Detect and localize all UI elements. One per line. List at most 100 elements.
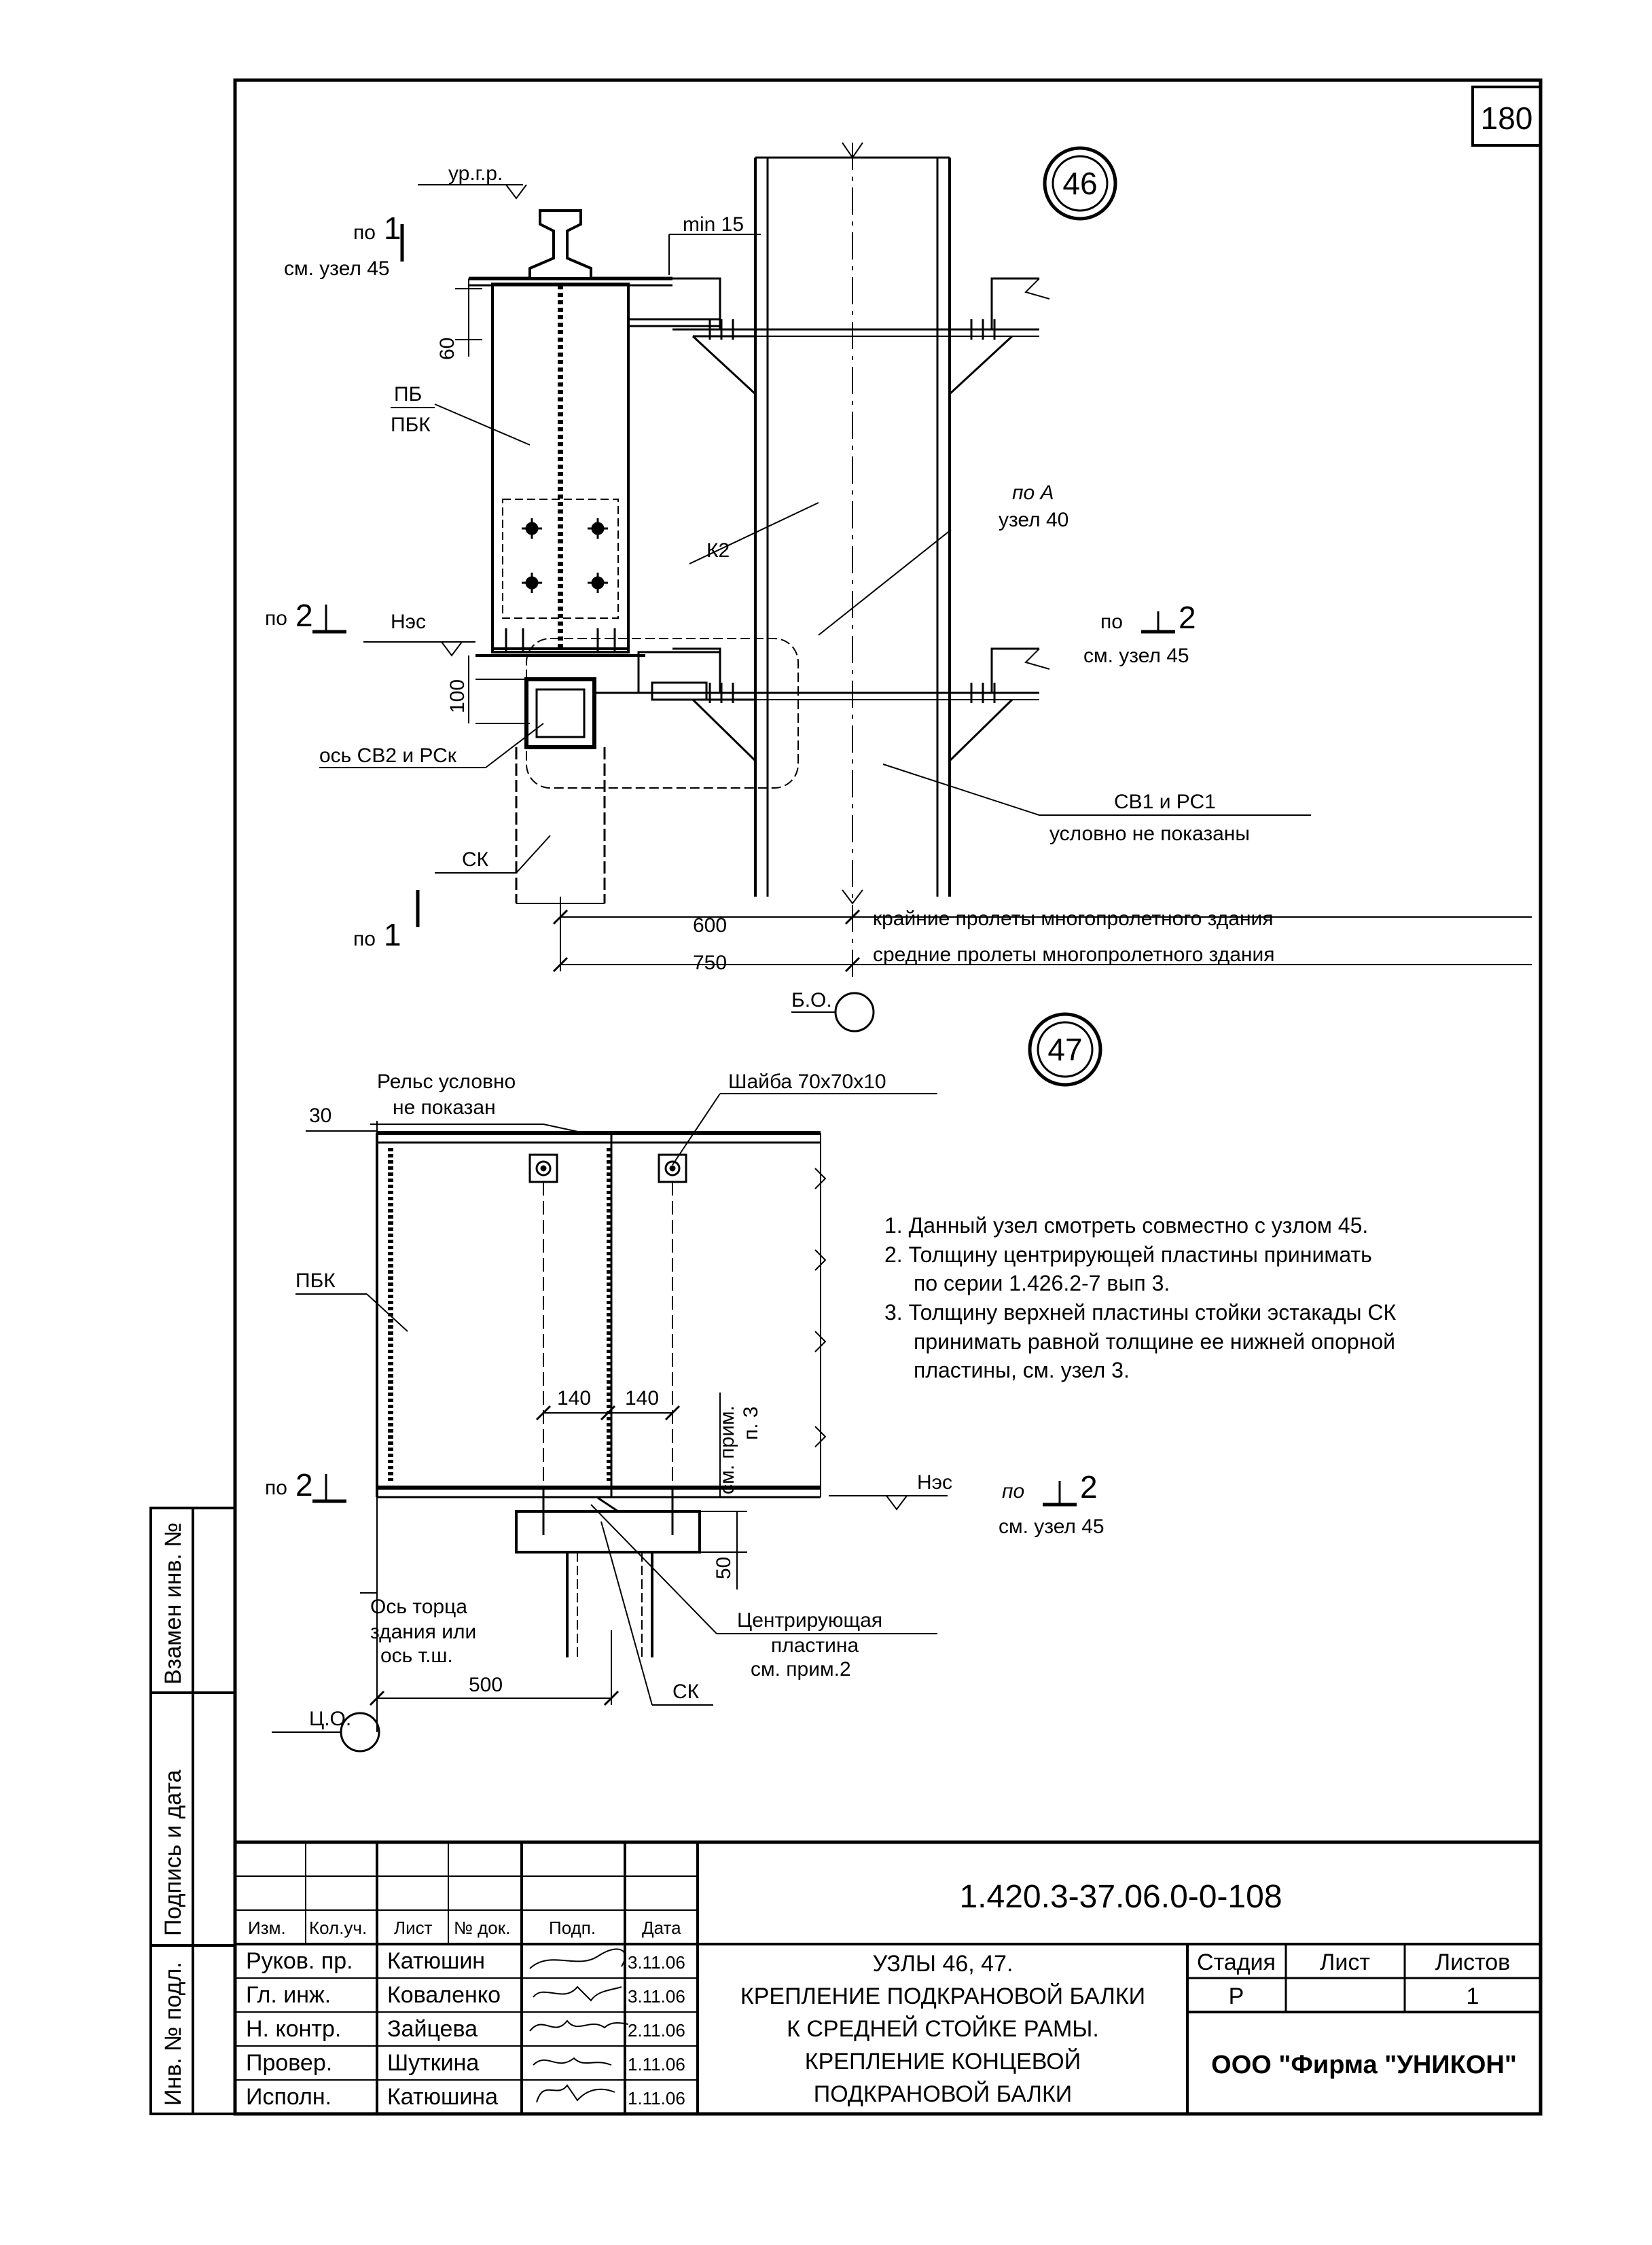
prim-label-1: см. прим. (716, 1405, 738, 1494)
ref-a-label: по А (1012, 482, 1054, 504)
col-header-list: Лист (394, 1918, 433, 1938)
rail (528, 209, 592, 280)
col-header-sign: Подп. (549, 1918, 596, 1938)
row-date-2: 3.11.06 (628, 1986, 685, 2007)
washer-label: Шайба 70х70х10 (728, 1071, 886, 1093)
row-date-5: 1.11.06 (628, 2088, 685, 2108)
row-name-1: Катюшин (387, 1948, 485, 1974)
title-line-1: УЗЛЫ 46, 47. (873, 1951, 1013, 1977)
handwritten-signatures (529, 1948, 629, 2103)
sheets-label: Листов (1435, 1950, 1510, 1975)
title-line-3: К СРЕДНЕЙ СТОЙКЕ РАМЫ. (787, 2016, 1099, 2042)
row-name-5: Катюшина (387, 2084, 498, 2110)
cut2-left-label: по (265, 607, 287, 630)
node-46-badge-label: 46 (1062, 166, 1097, 201)
side-stamp-replaced: Взамен инв. № (160, 1522, 186, 1685)
row-date-1: 3.11.06 (628, 1952, 685, 1973)
cut2-left-label-47: по (265, 1477, 287, 1499)
axis-note-line3: ось т.ш. (380, 1645, 453, 1667)
row-role-2: Гл. инж. (246, 1982, 331, 2008)
sheets-value: 1 (1467, 1983, 1479, 2009)
row-name-4: Шуткина (387, 2050, 479, 2076)
cut2-right-ref-47: см. узел 45 (999, 1515, 1105, 1538)
title-block (235, 1840, 1541, 2114)
dim-500-label: 500 (469, 1674, 503, 1696)
sv-note-line1: СВ1 и РС1 (1114, 791, 1216, 813)
sheet-label: Лист (1320, 1950, 1370, 1975)
title-line-5: ПОДКРАНОВОЙ БАЛКИ (814, 2081, 1072, 2107)
firm-name: ООО "Фирма "УНИКОН" (1211, 2051, 1517, 2079)
beam-label-pbk: ПБК (391, 414, 431, 436)
sk-label-46: СК (462, 848, 489, 871)
min-15-label: min 15 (683, 213, 744, 236)
sk-label-47: СК (672, 1681, 700, 1703)
column-k2-label: К2 (706, 539, 730, 562)
side-stamp (149, 1507, 236, 2115)
signature-rows: Руков. пр. Катюшин 3.11.06 Гл. инж. Кова… (246, 1948, 685, 2110)
side-stamp-inv: Инв. № подл. (160, 1962, 186, 2106)
cut1-bottom-number: 1 (384, 917, 401, 952)
title-line-2: КРЕПЛЕНИЕ ПОДКРАНОВОЙ БАЛКИ (740, 1983, 1145, 2009)
dim-50-label: 50 (713, 1557, 735, 1579)
beam-label-pb: ПБ (394, 383, 422, 406)
bo-marker (834, 992, 875, 1032)
row-role-3: Н. контр. (246, 2016, 341, 2042)
cut1-top-number: 1 (384, 211, 401, 246)
node-47-badge-inner (1037, 1021, 1094, 1078)
node-47-badge-outer (1028, 1012, 1102, 1087)
row-date-4: 1.11.06 (628, 2054, 685, 2075)
sv-note-line2: условно не показаны (1049, 823, 1250, 845)
node-46-badge-inner (1052, 155, 1109, 212)
stage-value: Р (1229, 1983, 1244, 2009)
center-plate-line3: см. прим.2 (751, 1658, 851, 1681)
note-2-cont: по серии 1.426.2-7 вып 3. (914, 1271, 1170, 1295)
sk-top-plate (515, 1510, 701, 1553)
node-46-drawing (312, 142, 1532, 1032)
row-role-4: Провер. (246, 2050, 332, 2076)
center-plate-line1: Центрирующая (737, 1609, 882, 1632)
row-role-1: Руков. пр. (246, 1948, 353, 1974)
rail-note-line2: не показан (393, 1096, 496, 1119)
row-name-2: Коваленко (387, 1982, 501, 2008)
cut2-right-label: по (1100, 611, 1123, 633)
notes-block: 1. Данный узел смотреть совместно с узло… (884, 1213, 1396, 1382)
bo-label: Б.О. (791, 989, 832, 1011)
row-date-3: 2.11.06 (628, 2020, 685, 2041)
dim-750-label: 750 (693, 952, 727, 974)
col-header-izm: Изм. (248, 1918, 286, 1938)
hes-mark-46: Нэс (391, 611, 426, 633)
sheet-number: 180 (1481, 101, 1533, 136)
note-2: 2. Толщину центрирующей пластины принима… (884, 1242, 1372, 1267)
axis-sv2-label: ось СВ2 и РСк (319, 744, 457, 767)
dim-600-label: 600 (693, 914, 727, 937)
note-3-cont-a: принимать равной толщине ее нижней опорн… (914, 1329, 1395, 1354)
note-3-cont-b: пластины, см. узел 3. (914, 1358, 1130, 1382)
stage-label: Стадия (1197, 1950, 1276, 1975)
col-header-date: Дата (642, 1918, 681, 1938)
cut2-right-number-47: 2 (1080, 1469, 1098, 1505)
beam-pbk-label-47: ПБК (295, 1270, 336, 1292)
row-role-5: Исполн. (246, 2084, 331, 2110)
dim-750-note: средние пролеты многопролетного здания (873, 944, 1275, 966)
center-plate-line2: пластина (771, 1634, 859, 1657)
cut2-right-ref: см. узел 45 (1083, 645, 1189, 667)
level-mark-label: ур.г.р. (448, 162, 503, 185)
sheet-number-box (1471, 86, 1542, 147)
row-name-3: Зайцева (387, 2016, 478, 2042)
dim-140a-label: 140 (557, 1387, 591, 1409)
cut1-top-ref: см. узел 45 (284, 257, 390, 280)
col-header-doc: № док. (454, 1918, 510, 1938)
dim-600-note: крайние пролеты многопролетного здания (873, 908, 1274, 930)
co-label: Ц.О. (309, 1708, 351, 1730)
axis-note-line1: Ось торца (370, 1596, 467, 1618)
note-3: 3. Толщину верхней пластины стойки эстак… (884, 1300, 1396, 1325)
ref-a-node: узел 40 (999, 509, 1069, 531)
dim-100-label: 100 (446, 679, 469, 713)
cut2-left-number-47: 2 (295, 1467, 313, 1503)
cut1-bottom-label: по (353, 928, 376, 950)
sheet-frame (233, 78, 1543, 2116)
col-header-kol: Кол.уч. (309, 1918, 367, 1938)
dim-140b-label: 140 (625, 1387, 659, 1409)
side-stamp-signed: Подпись и дата (160, 1770, 186, 1936)
